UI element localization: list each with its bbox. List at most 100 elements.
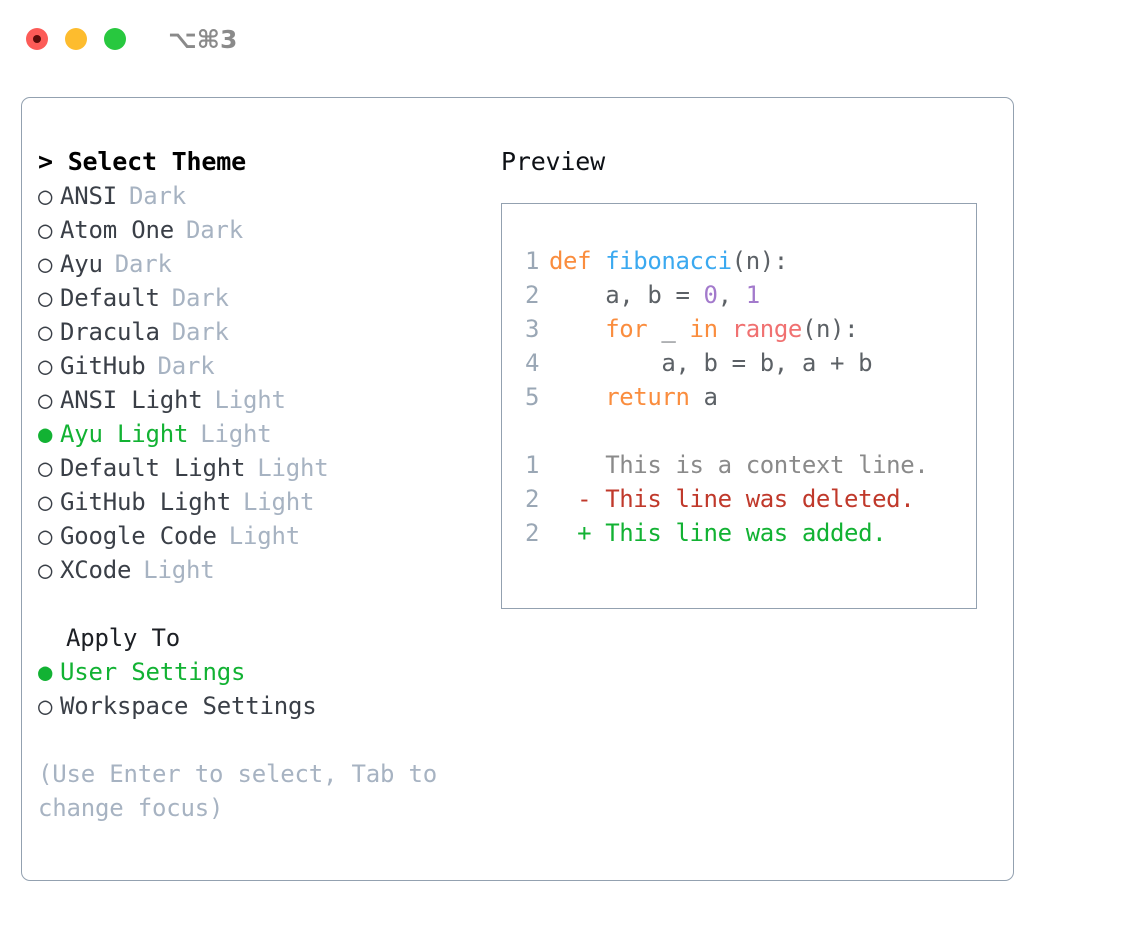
radio-unselected-icon[interactable]: ○ (38, 488, 53, 516)
radio-unselected-icon[interactable]: ○ (38, 522, 53, 550)
radio-unselected-icon[interactable]: ○ (38, 182, 53, 210)
code-line: 3 for _ in range(n): (502, 312, 976, 346)
theme-name: Default Light (60, 454, 246, 482)
preview-heading: Preview (501, 147, 605, 176)
theme-kind-badge: Dark (186, 216, 243, 244)
theme-kind-badge: Light (200, 420, 272, 448)
theme-item-atom-one[interactable]: ○Atom One Dark (38, 213, 478, 247)
list-spacer (38, 587, 478, 621)
keyboard-shortcut-label: ⌥⌘3 (168, 24, 238, 54)
theme-kind-badge: Dark (129, 182, 186, 210)
code-token-plain (718, 315, 732, 343)
diff-line-number: 2 (524, 519, 539, 547)
theme-name: Google Code (60, 522, 217, 550)
theme-kind-badge: Dark (157, 352, 215, 380)
code-token-fn: fibonacci (605, 247, 732, 275)
code-token-plain: a (689, 383, 718, 411)
theme-kind-badge: Light (257, 454, 329, 482)
code-token-kw: for (605, 315, 648, 343)
code-line-number: 4 (524, 349, 539, 377)
code-token-plain: a, b = b, a + b (549, 349, 873, 377)
radio-unselected-icon[interactable]: ○ (38, 692, 53, 720)
radio-unselected-icon[interactable]: ○ (38, 250, 53, 278)
theme-name: Default (60, 284, 160, 312)
code-token-plain: _ (647, 315, 690, 343)
apply-to-label: Workspace Settings (60, 692, 317, 720)
window-controls (26, 28, 126, 50)
theme-kind-badge: Light (214, 386, 286, 414)
diff-line-ctx: 1 This is a context line. (502, 448, 976, 482)
radio-selected-icon[interactable]: ● (38, 420, 53, 448)
radio-unselected-icon[interactable]: ○ (38, 454, 53, 482)
theme-kind-badge: Dark (171, 284, 229, 312)
code-line-number: 5 (524, 383, 539, 411)
radio-unselected-icon[interactable]: ○ (38, 318, 53, 346)
theme-kind-badge: Dark (171, 318, 229, 346)
code-line-text: return a (539, 380, 718, 414)
code-line: 5 return a (502, 380, 976, 414)
theme-name: Dracula (60, 318, 160, 346)
radio-unselected-icon[interactable]: ○ (38, 386, 53, 414)
code-token-plain: (n): (801, 315, 859, 343)
radio-selected-icon[interactable]: ● (38, 658, 53, 686)
diff-line-del: 2 - This line was deleted. (502, 482, 976, 516)
theme-item-github[interactable]: ○GitHub Dark (38, 349, 478, 383)
apply-to-item-user-settings[interactable]: ●User Settings (38, 655, 478, 689)
diff-line-text: This is a context line. (549, 451, 929, 479)
code-line-text: def fibonacci(n): (539, 244, 788, 278)
code-token-plain: (n): (731, 247, 789, 275)
apply-to-heading: Apply To (66, 624, 180, 652)
apply-to-label: User Settings (60, 658, 246, 686)
diff-line-add: 2 + This line was added. (502, 516, 976, 550)
code-token-plain: a, b = (549, 281, 704, 309)
theme-name: XCode (60, 556, 132, 584)
diff-sample: 1 This is a context line.2 - This line w… (502, 448, 976, 550)
theme-item-google-code[interactable]: ○Google Code Light (38, 519, 478, 553)
theme-item-default[interactable]: ○Default Dark (38, 281, 478, 315)
code-diff-spacer (502, 414, 976, 448)
theme-item-dracula[interactable]: ○Dracula Dark (38, 315, 478, 349)
code-line-text: a, b = b, a + b (539, 346, 872, 380)
code-line-text: for _ in range(n): (539, 312, 858, 346)
zoom-button[interactable] (104, 28, 126, 50)
minimize-button[interactable] (65, 28, 87, 50)
theme-name: Ayu Light (60, 420, 189, 448)
theme-kind-badge: Light (228, 522, 300, 550)
code-token-num: 1 (745, 281, 760, 309)
close-button[interactable] (26, 28, 48, 50)
radio-unselected-icon[interactable]: ○ (38, 556, 53, 584)
diff-line-number: 2 (524, 485, 539, 513)
theme-name: GitHub (60, 352, 146, 380)
theme-name: Atom One (60, 216, 174, 244)
code-token-kw: def (549, 247, 606, 275)
theme-item-ayu-light[interactable]: ●Ayu Light Light (38, 417, 478, 451)
code-line: 4 a, b = b, a + b (502, 346, 976, 380)
diff-line-text: - This line was deleted. (549, 485, 915, 513)
code-token-plain (549, 315, 605, 343)
code-line: 2 a, b = 0, 1 (502, 278, 976, 312)
code-line-number: 1 (524, 247, 539, 275)
radio-unselected-icon[interactable]: ○ (38, 284, 53, 312)
apply-to-item-workspace-settings[interactable]: ○Workspace Settings (38, 689, 478, 723)
radio-unselected-icon[interactable]: ○ (38, 352, 53, 380)
code-token-plain (549, 383, 605, 411)
theme-kind-badge: Light (243, 488, 315, 516)
radio-unselected-icon[interactable]: ○ (38, 216, 53, 244)
code-token-kw: in (689, 315, 719, 343)
code-token-call: range (731, 315, 803, 343)
apply-to-list[interactable]: ●User Settings○Workspace Settings (38, 655, 478, 723)
theme-item-default-light[interactable]: ○Default Light Light (38, 451, 478, 485)
diff-line-number: 1 (524, 451, 539, 479)
